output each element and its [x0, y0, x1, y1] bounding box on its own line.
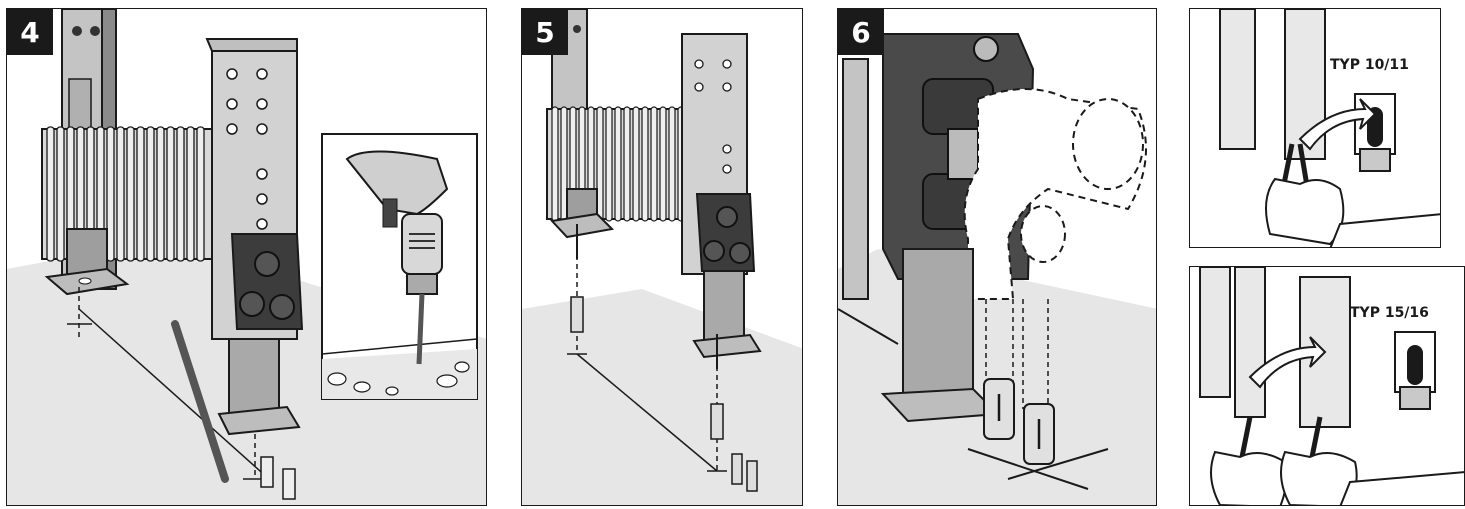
arrow-icon — [1248, 336, 1327, 389]
detail-label: TYP 10/11 — [1330, 57, 1409, 73]
mounting-rail-icon — [1199, 267, 1351, 428]
hand-icon — [1265, 177, 1440, 247]
step-6-illustration — [838, 33, 1156, 505]
floor-shadow — [522, 289, 802, 505]
drill-icon — [345, 150, 449, 365]
step-4-illustration — [7, 9, 486, 505]
valve-block-icon — [695, 193, 756, 272]
step-number-badge: 6 — [838, 9, 884, 55]
step-5-illustration — [522, 9, 802, 505]
foot-right-icon — [692, 270, 762, 359]
detail-bottom-illustration — [1199, 267, 1464, 505]
level-rod-icon — [171, 320, 229, 483]
arrow-icon — [1298, 98, 1377, 151]
foot-right-icon — [217, 338, 301, 436]
step-number-badge: 5 — [522, 9, 568, 55]
hand-icon — [1210, 450, 1464, 505]
wall-plug-icon — [570, 296, 758, 492]
bracket-cutout-icon — [1394, 331, 1436, 410]
detail-top-illustration — [1219, 9, 1440, 247]
detail-typ-10-11-panel: TYP 10/11 — [1189, 8, 1441, 248]
fitting-outline-icon — [963, 88, 1147, 300]
step-4-panel: 4 — [6, 8, 487, 506]
detail-typ-15-16-panel: TYP 15/16 — [1189, 266, 1465, 506]
valve-block-icon — [230, 233, 304, 330]
bracket-cutout-icon — [1354, 93, 1396, 172]
step-5-panel: 5 — [521, 8, 803, 506]
step-number-badge: 4 — [7, 9, 53, 55]
foot-left-icon — [44, 228, 130, 296]
detail-label: TYP 15/16 — [1350, 305, 1429, 321]
drill-inset — [321, 133, 478, 400]
step-6-panel: 6 — [837, 8, 1157, 506]
foot-left-icon — [549, 188, 615, 239]
wall-plug-icon — [260, 456, 296, 500]
radiator-icon — [41, 126, 213, 262]
screw-icon — [576, 224, 718, 369]
mounting-rail-left-icon — [842, 58, 869, 300]
foot-right-icon — [880, 248, 1001, 423]
